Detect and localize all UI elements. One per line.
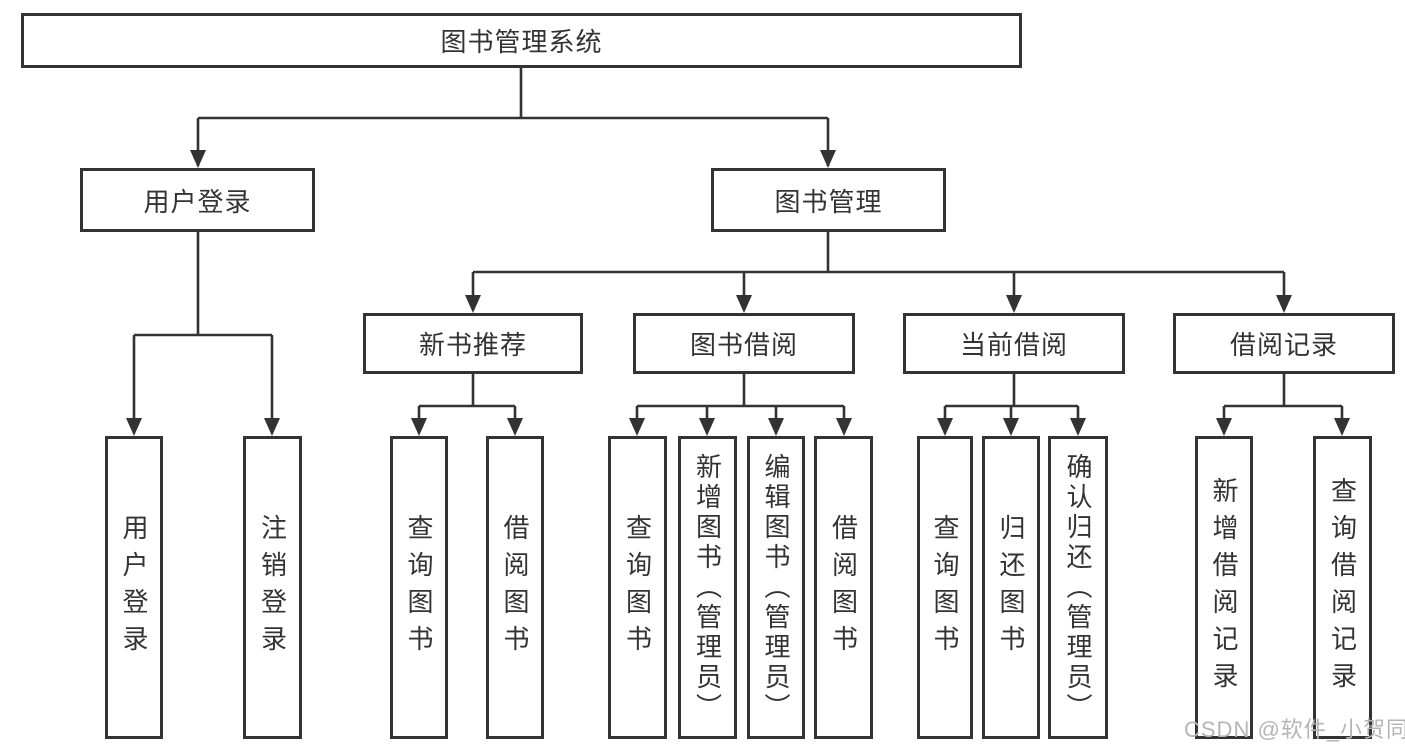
- node-leaf-query-books-3: 查询图书: [917, 436, 973, 739]
- node-label: 当前借阅: [959, 330, 1068, 360]
- node-label: 查询图书: [404, 513, 434, 662]
- node-book-management: 图书管理: [711, 168, 946, 232]
- node-label: 图书借阅: [689, 330, 798, 360]
- node-user-login: 用户登录: [80, 168, 315, 232]
- node-leaf-add-borrow-record: 新增借阅记录: [1195, 436, 1253, 739]
- node-leaf-borrow-books-1: 借阅图书: [486, 436, 544, 739]
- node-label: 查询图书: [622, 513, 653, 662]
- node-leaf-logout: 注销登录: [243, 436, 302, 739]
- node-label: 查询借阅记录: [1327, 476, 1358, 699]
- node-leaf-return-books: 归还图书: [982, 436, 1040, 739]
- node-label: 用户登录: [119, 513, 149, 662]
- node-label: 编辑图书（管理员）: [761, 452, 791, 723]
- node-label: 确认归还（管理员）: [1063, 452, 1093, 723]
- node-borrow-records: 借阅记录: [1173, 313, 1395, 374]
- node-label: 新增图书（管理员）: [692, 452, 723, 723]
- node-label: 借阅记录: [1229, 330, 1338, 360]
- node-new-book-recommend: 新书推荐: [363, 313, 583, 374]
- node-label: 注销登录: [257, 513, 288, 662]
- node-leaf-borrow-books-2: 借阅图书: [814, 436, 873, 739]
- node-leaf-query-books-1: 查询图书: [390, 436, 448, 739]
- node-book-borrow: 图书借阅: [633, 313, 855, 374]
- node-label: 图书管理: [774, 186, 883, 217]
- node-label: 查询图书: [930, 513, 960, 662]
- node-label: 借阅图书: [828, 513, 859, 662]
- node-label: 用户登录: [143, 186, 252, 217]
- csdn-watermark: CSDN @软件_小贺同学: [1184, 717, 1405, 742]
- node-root-library-system: 图书管理系统: [21, 13, 1022, 68]
- node-leaf-edit-books-admin: 编辑图书（管理员）: [747, 436, 805, 739]
- node-leaf-query-borrow-record: 查询借阅记录: [1313, 436, 1372, 739]
- node-label: 借阅图书: [500, 513, 530, 662]
- node-leaf-add-books-admin: 新增图书（管理员）: [678, 436, 737, 739]
- node-label: 新书推荐: [418, 330, 527, 360]
- node-current-borrow: 当前借阅: [903, 313, 1125, 374]
- node-leaf-user-login: 用户登录: [105, 436, 163, 739]
- node-leaf-confirm-return-admin: 确认归还（管理员）: [1048, 436, 1108, 739]
- node-label: 新增借阅记录: [1209, 476, 1239, 699]
- node-leaf-query-books-2: 查询图书: [608, 436, 667, 739]
- node-label: 归还图书: [996, 513, 1026, 662]
- node-label: 图书管理系统: [440, 27, 603, 57]
